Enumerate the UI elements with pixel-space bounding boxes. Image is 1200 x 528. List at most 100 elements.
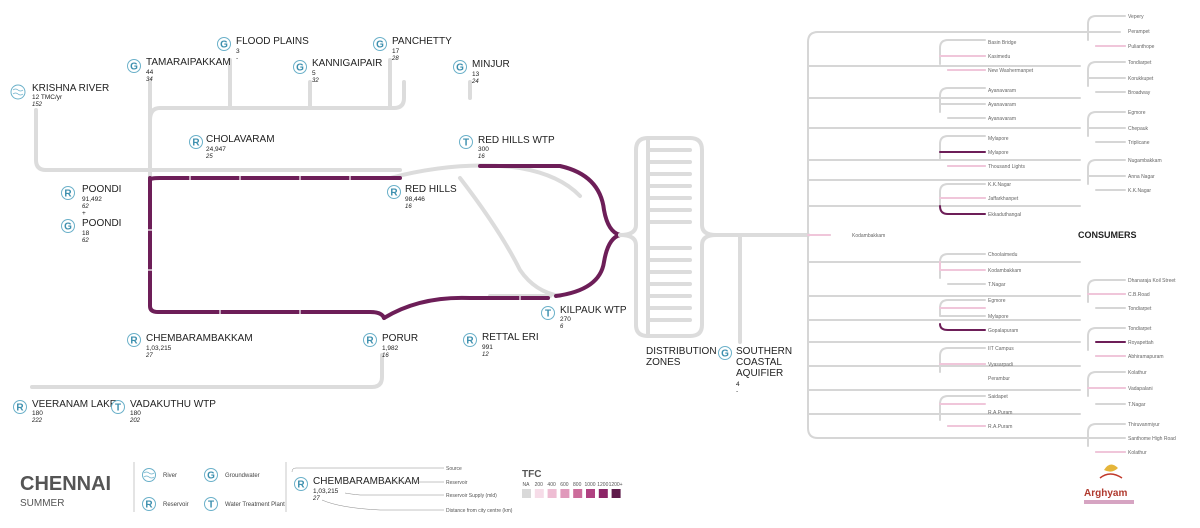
treatment-plant-badge: T xyxy=(111,400,125,414)
node-value: 98,446 xyxy=(405,196,425,203)
svg-text:T: T xyxy=(208,500,214,511)
node-poondi-reservoir: R POONDI 91,492 62 + xyxy=(61,184,121,217)
legend-sample-value: 1,03,215 xyxy=(313,488,339,495)
treatment-plant-badge: T xyxy=(204,497,218,511)
node-distance: 25 xyxy=(205,154,213,160)
consumer-label: Nugambakkam xyxy=(1128,158,1162,164)
node-name: POONDI xyxy=(82,184,121,195)
groundwater-badge: G xyxy=(61,219,75,233)
node-minjur: G MINJUR 13 24 xyxy=(453,59,510,85)
node-chembarambakkam: R CHEMBARAMBAKKAM 1,03,215 27 xyxy=(127,333,253,359)
svg-text:T: T xyxy=(115,403,121,414)
node-name: TAMARAIPAKKAM xyxy=(146,57,231,68)
consumer-label: Chepauk xyxy=(1128,126,1149,132)
zone-label: Mylapore xyxy=(988,314,1009,320)
zone-label: Basin Bridge xyxy=(988,40,1017,46)
node-distance: - xyxy=(236,56,238,62)
groundwater-badge: G xyxy=(373,37,387,51)
zone-label: Kodambakkam xyxy=(988,268,1021,274)
consumer-label: Kolathur xyxy=(1128,450,1147,456)
zone-label: R.A.Puram xyxy=(988,410,1012,416)
reservoir-badge: R xyxy=(127,333,141,347)
zone-label: Kodambakkam xyxy=(852,233,885,239)
node-value: 18 xyxy=(82,230,90,237)
node-porur: R PORUR 1,982 16 xyxy=(363,333,418,359)
node-name: KRISHNA RIVER xyxy=(32,83,109,94)
zone-label: Vyasarpadi xyxy=(988,362,1013,368)
groundwater-badge: G xyxy=(453,60,467,74)
legend-sample-distance: 27 xyxy=(312,496,320,502)
zone-label: T.Nagar xyxy=(988,282,1006,288)
consumer-label: Triplicane xyxy=(1128,140,1150,146)
node-krishna: KRISHNA RIVER 12 TMC/yr 152 xyxy=(10,83,109,108)
node-distance: 62 xyxy=(82,238,89,244)
legend-key-distance: Distance from city centre (km) xyxy=(446,508,513,514)
tfc-scale-label: 1200 xyxy=(597,482,608,488)
node-name: VADAKUTHU WTP xyxy=(130,399,216,410)
groundwater-badge: G xyxy=(293,60,307,74)
zone-label: Perambur xyxy=(988,376,1010,382)
consumer-label: Tondiarpet xyxy=(1128,306,1152,312)
node-extra: + xyxy=(82,210,86,217)
node-value: 300 xyxy=(478,146,489,153)
node-value: 44 xyxy=(146,69,154,76)
node-name: PORUR xyxy=(382,333,418,344)
distribution-label-1: DISTRIBUTION xyxy=(646,346,717,357)
legend-key: R CHEMBARAMBAKKAM 1,03,215 27 Source Res… xyxy=(291,466,513,514)
consumer-label: T.Nagar xyxy=(1128,402,1146,408)
svg-text:G: G xyxy=(220,40,228,51)
tfc-scale-swatch xyxy=(573,489,583,498)
node-value: 180 xyxy=(32,410,43,417)
consumer-label: Dhanaraja Koil Street xyxy=(1128,278,1176,284)
reservoir-badge: R xyxy=(463,333,477,347)
node-value: 5 xyxy=(312,70,316,77)
zone-label: Mylapore xyxy=(988,136,1009,142)
groundwater-badge: G xyxy=(217,37,231,51)
node-name: RED HILLS WTP xyxy=(478,135,555,146)
svg-text:G: G xyxy=(456,63,464,74)
node-value: 13 xyxy=(472,71,480,78)
reservoir-badge: R xyxy=(387,185,401,199)
node-distance: 24 xyxy=(471,79,479,85)
svg-text:R: R xyxy=(64,189,72,200)
node-distance: - xyxy=(736,389,738,395)
tfc-scale-swatch xyxy=(522,489,531,498)
treatment-plant-badge: T xyxy=(459,135,473,149)
tfc-scale-swatch xyxy=(534,489,544,498)
zone-labels: Basin Bridge Kasimedu New Washermanpet A… xyxy=(852,40,1034,430)
zone-label: Ayanavaram xyxy=(988,88,1016,94)
svg-text:G: G xyxy=(64,222,72,233)
tfc-scale-label: NA xyxy=(523,482,531,488)
node-rettal-eri: R RETTAL ERI 991 12 xyxy=(463,332,539,358)
tfc-scale-swatch xyxy=(547,489,557,498)
node-name: VEERANAM LAKE xyxy=(32,399,117,410)
node-value: 91,492 xyxy=(82,196,102,203)
node-distance: 12 xyxy=(482,352,489,358)
svg-text:T: T xyxy=(545,309,551,320)
node-name: POONDI xyxy=(82,218,121,229)
node-name: FLOOD PLAINS xyxy=(236,36,309,47)
tfc-scale-label: 1200+ xyxy=(609,482,623,488)
reservoir-badge: R xyxy=(189,135,203,149)
zone-label: Gopalapuram xyxy=(988,328,1018,334)
node-distance: 27 xyxy=(145,353,153,359)
node-distance: 16 xyxy=(405,204,412,210)
node-name: RED HILLS xyxy=(405,184,457,195)
node-name: KILPAUK WTP xyxy=(560,305,627,316)
consumer-label: Broadway xyxy=(1128,90,1151,96)
node-distance: 34 xyxy=(146,77,153,83)
node-value: 270 xyxy=(560,316,571,323)
node-distance: 16 xyxy=(382,353,389,359)
node-kilpauk-wtp: T KILPAUK WTP 270 6 xyxy=(541,305,627,330)
node-cholavaram: R CHOLAVARAM 24,947 25 xyxy=(189,134,275,160)
node-kannigaipair: G KANNIGAIPAIR 5 32 xyxy=(293,58,382,84)
zone-label: Kasimedu xyxy=(988,54,1010,60)
svg-text:R: R xyxy=(145,500,153,511)
consumers-heading: CONSUMERS xyxy=(1078,230,1137,240)
consumer-tree xyxy=(807,15,1126,453)
consumer-label: Tondiarpet xyxy=(1128,60,1152,66)
logo-icon xyxy=(1104,464,1118,472)
